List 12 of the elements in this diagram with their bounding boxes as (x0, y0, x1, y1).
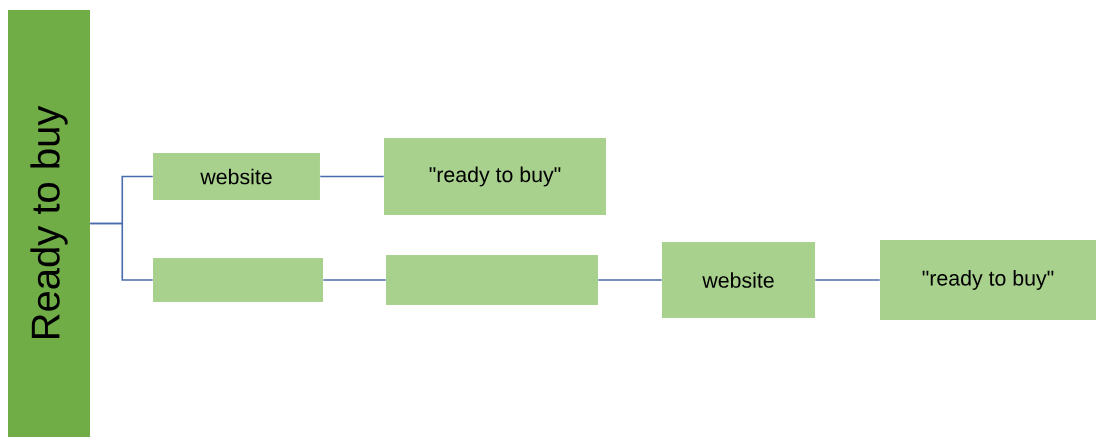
process-box: "ready to buy" (880, 240, 1096, 320)
connector-line (814, 279, 881, 281)
connector-line (319, 175, 385, 178)
process-box: "ready to buy" (384, 137, 606, 216)
process-box (386, 255, 598, 305)
process-box: website (661, 242, 816, 318)
connector-line (597, 279, 663, 281)
connector-line (89, 222, 154, 281)
process-box (153, 258, 323, 302)
connector-line (322, 279, 387, 281)
process-box: website (153, 153, 320, 200)
title-bar: Ready to buy (8, 10, 90, 437)
